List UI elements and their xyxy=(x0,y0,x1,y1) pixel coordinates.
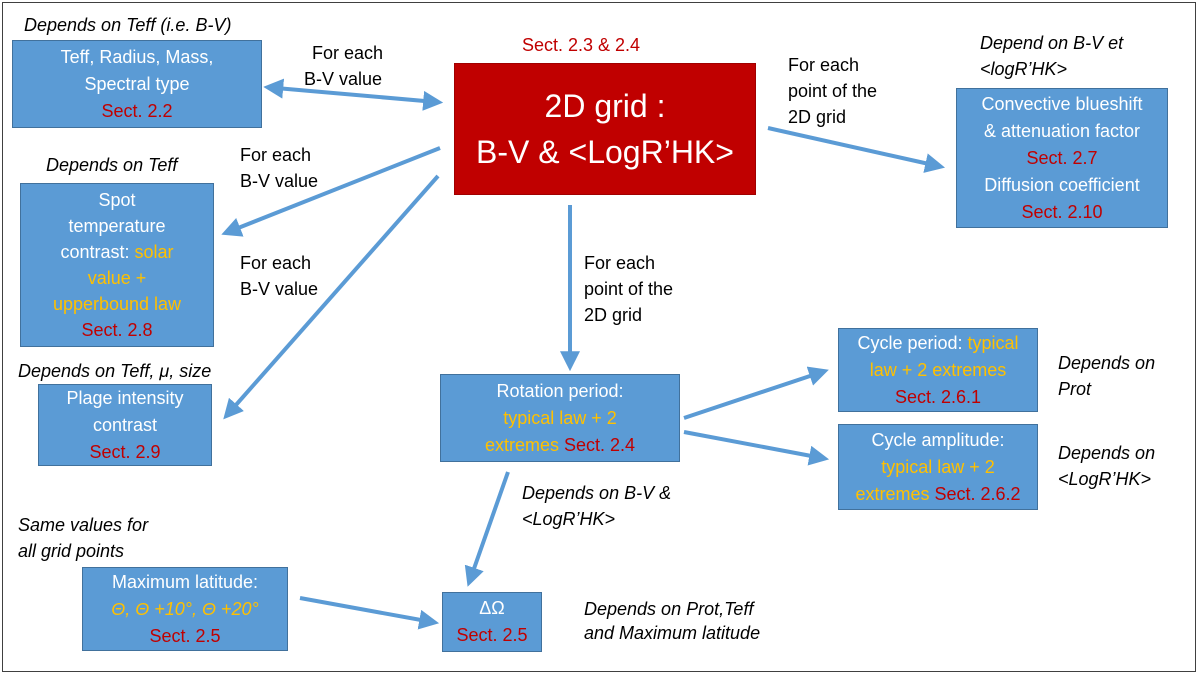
cycle-period-typical: typical xyxy=(967,332,1019,353)
conv-line-3: Diffusion coefficient xyxy=(984,174,1140,195)
maxlat-section: Sect. 2.5 xyxy=(149,625,221,646)
note-conv-depends-1: Depend on B-V et xyxy=(980,33,1124,53)
teff-line-1: Teff, Radius, Mass, xyxy=(60,46,214,67)
box-spot-contrast: Spot temperature contrast: solar value +… xyxy=(20,183,214,347)
label-bv-2a: For each xyxy=(240,145,312,165)
box-cycle-amplitude: Cycle amplitude: typical law + 2 extreme… xyxy=(838,424,1038,510)
label-bv-3a: For each xyxy=(240,253,312,273)
cycle-period-section: Sect. 2.6.1 xyxy=(894,386,982,407)
label-bv-3b: B-V value xyxy=(240,279,319,299)
spot-line-5: upperbound law xyxy=(52,294,182,314)
label-bv-1a: For each xyxy=(312,43,384,63)
note-delta-depends-1: Depends on Prot,Teff xyxy=(584,599,754,619)
spot-line-1: Spot xyxy=(98,190,136,210)
note-same-values-2: all grid points xyxy=(18,541,125,561)
delta-omega-symbol: ΔΩ xyxy=(479,598,505,618)
cycle-amp-line-1: Cycle amplitude: xyxy=(871,429,1005,450)
rotation-extremes: extremes xyxy=(484,434,559,455)
label-bv-1b: B-V value xyxy=(304,69,383,89)
label-grid-1c: 2D grid xyxy=(788,107,847,127)
main-grid-box: 2D grid : B-V & <LogR’HK> xyxy=(454,63,756,195)
teff-line-2: Spectral type xyxy=(84,73,190,94)
note-cycle-period-depends-2: Prot xyxy=(1058,379,1092,399)
spot-section: Sect. 2.8 xyxy=(81,320,153,340)
spot-line-2: temperature xyxy=(68,216,166,236)
conv-line-2: & attenuation factor xyxy=(983,120,1141,141)
conv-section-2: Sect. 2.10 xyxy=(1021,201,1103,222)
rotation-line-1: Rotation period: xyxy=(496,380,624,401)
spot-line-3: contrast: solar xyxy=(60,239,173,265)
maxlat-line-1: Maximum latitude: xyxy=(111,571,259,592)
arrow-maxlat-delta-omega xyxy=(299,596,440,630)
note-delta-depends-2: and Maximum latitude xyxy=(584,623,761,643)
cycle-amp-section: Sect. 2.6.2 xyxy=(934,483,1021,504)
note-cycle-amp-depends-1: Depends on xyxy=(1058,443,1156,463)
box-teff-radius-mass: Teff, Radius, Mass, Spectral type Sect. … xyxy=(12,40,262,128)
spot-line-4: value + xyxy=(87,268,147,288)
teff-section: Sect. 2.2 xyxy=(101,100,173,121)
rotation-section: Sect. 2.4 xyxy=(564,434,636,455)
cycle-amp-extremes: extremes xyxy=(855,483,930,504)
note-spot-depends: Depends on Teff xyxy=(46,155,178,175)
note-rotation-depends-2: <LogR’HK> xyxy=(522,509,616,529)
arrow-rotation-cycle-period xyxy=(683,366,829,420)
label-grid-2c: 2D grid xyxy=(584,305,643,325)
rotation-line-2: typical law + 2 xyxy=(503,407,617,428)
box-maximum-latitude: Maximum latitude: Θ, Θ +10°, Θ +20° Sect… xyxy=(82,567,288,651)
main-grid-params: B-V & <LogR’HK> xyxy=(476,134,734,170)
label-grid-2a: For each xyxy=(584,253,656,273)
note-cycle-period-depends-1: Depends on xyxy=(1058,353,1156,373)
conv-section-1: Sect. 2.7 xyxy=(1026,147,1098,168)
plage-section: Sect. 2.9 xyxy=(89,441,161,462)
label-grid-1b: point of the xyxy=(788,81,878,101)
arrow-rotation-cycle-amplitude xyxy=(683,430,830,466)
plage-line-1: Plage intensity xyxy=(66,387,184,408)
box-cycle-period: Cycle period: typical law + 2 extremes S… xyxy=(838,328,1038,412)
arrow-main-convective xyxy=(767,126,946,173)
cycle-amp-line-2: typical law + 2 xyxy=(881,456,995,477)
box-rotation-period: Rotation period: typical law + 2 extreme… xyxy=(440,374,680,462)
rotation-line-3: extremes Sect. 2.4 xyxy=(485,432,635,459)
main-section-ref: Sect. 2.3 & 2.4 xyxy=(522,35,641,55)
note-conv-depends-2: <logR’HK> xyxy=(980,59,1068,79)
arrow-main-plage xyxy=(223,174,440,420)
box-convective-blueshift: Convective blueshift & attenuation facto… xyxy=(956,88,1168,228)
box-delta-omega: ΔΩ Sect. 2.5 xyxy=(442,592,542,652)
note-teff-depends: Depends on Teff (i.e. B-V) xyxy=(24,15,232,35)
label-bv-2b: B-V value xyxy=(240,171,319,191)
arrow-teff-main xyxy=(263,78,444,111)
maxlat-values: Θ, Θ +10°, Θ +20° xyxy=(111,598,259,619)
cycle-period-label: Cycle period: xyxy=(857,332,968,353)
note-cycle-amp-depends-2: <LogR’HK> xyxy=(1058,469,1152,489)
cycle-period-line-1: Cycle period: typical xyxy=(857,330,1018,357)
arrow-main-spot xyxy=(221,146,441,237)
note-rotation-depends-1: Depends on B-V & xyxy=(522,483,672,503)
conv-line-1: Convective blueshift xyxy=(981,93,1143,114)
spot-contrast-label: contrast: xyxy=(60,242,135,262)
main-grid-title: 2D grid : xyxy=(544,88,666,124)
label-grid-1a: For each xyxy=(788,55,860,75)
label-grid-2b: point of the xyxy=(584,279,674,299)
delta-omega-section: Sect. 2.5 xyxy=(456,625,528,645)
note-same-values-1: Same values for xyxy=(18,515,149,535)
note-plage-depends: Depends on Teff, μ, size xyxy=(18,361,212,381)
arrow-rotation-delta-omega xyxy=(464,471,510,587)
plage-line-2: contrast xyxy=(92,414,158,435)
cycle-amp-line-3: extremes Sect. 2.6.2 xyxy=(855,481,1020,508)
spot-solar-label: solar xyxy=(134,242,174,262)
box-plage-contrast: Plage intensity contrast Sect. 2.9 xyxy=(38,384,212,466)
cycle-period-line-2: law + 2 extremes xyxy=(869,359,1007,380)
